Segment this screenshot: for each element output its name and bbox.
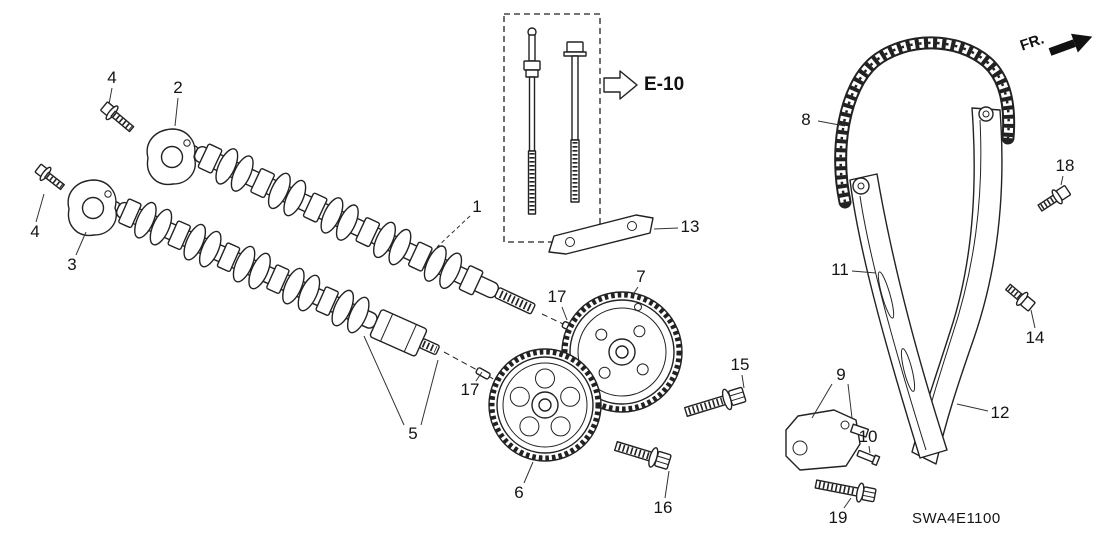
chain-tensioner: [785, 409, 870, 471]
bolt-16: [613, 440, 672, 470]
bolt-18: [1037, 185, 1071, 212]
stud-bolt-b: [563, 41, 587, 203]
cam-chain-sprocket: [488, 348, 602, 462]
chain-guide-a: [849, 173, 948, 459]
diagram-code: SWA4E1100: [912, 510, 1001, 527]
cam-plate-lower: [67, 179, 117, 237]
frame-reference-label: E-10: [644, 74, 685, 95]
dashed-detail-box: [503, 13, 601, 243]
timing-chain: [834, 36, 1016, 209]
camshaft-intake: [181, 141, 536, 315]
e10-arrow-icon: [603, 70, 638, 100]
plate-bolt-lower: [34, 163, 65, 191]
camshaft-exhaust: [103, 197, 440, 357]
bolt-14: [1005, 283, 1036, 312]
dowel-pin-lower: [475, 367, 491, 380]
stud-bolt-a: [523, 27, 541, 215]
plate-bolt-upper: [100, 101, 135, 133]
leader-lines: [35, 87, 1064, 509]
bolt-19: [814, 479, 877, 503]
bolt-15: [683, 386, 747, 418]
fr-arrow-icon: [1048, 33, 1093, 56]
mounting-bracket: [548, 214, 654, 255]
cam-plate-upper: [146, 128, 196, 186]
tensioner-pin: [856, 449, 881, 466]
